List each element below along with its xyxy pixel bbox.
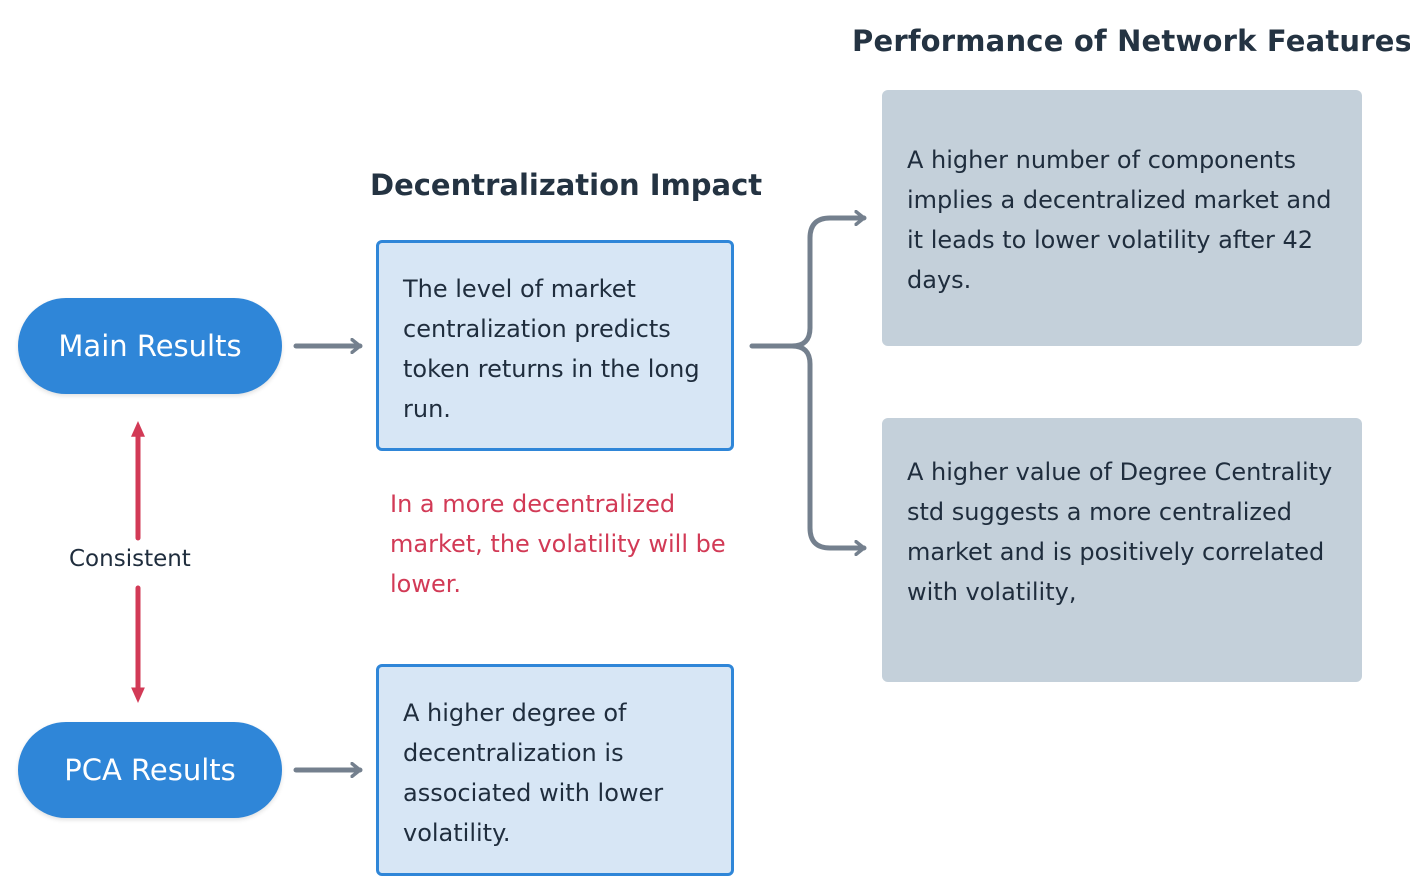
brace-connector-lower bbox=[789, 343, 867, 548]
pca-box: A higher degree of decentralization is a… bbox=[376, 664, 734, 876]
pca-results-node[interactable]: PCA Results bbox=[18, 722, 282, 818]
volatility-note: In a more decentralized market, the vola… bbox=[390, 490, 726, 598]
heading-network-features: Performance of Network Features bbox=[852, 24, 1410, 58]
centralization-box: The level of market centralization predi… bbox=[376, 240, 734, 451]
degree-centrality-box: A higher value of Degree Centrality std … bbox=[882, 418, 1362, 682]
brace-connector bbox=[749, 218, 867, 349]
main-results-node[interactable]: Main Results bbox=[18, 298, 282, 394]
heading-decentralization-impact: Decentralization Impact bbox=[370, 168, 763, 202]
consistent-label: Consistent bbox=[69, 546, 191, 572]
components-box: A higher number of components implies a … bbox=[882, 90, 1362, 346]
